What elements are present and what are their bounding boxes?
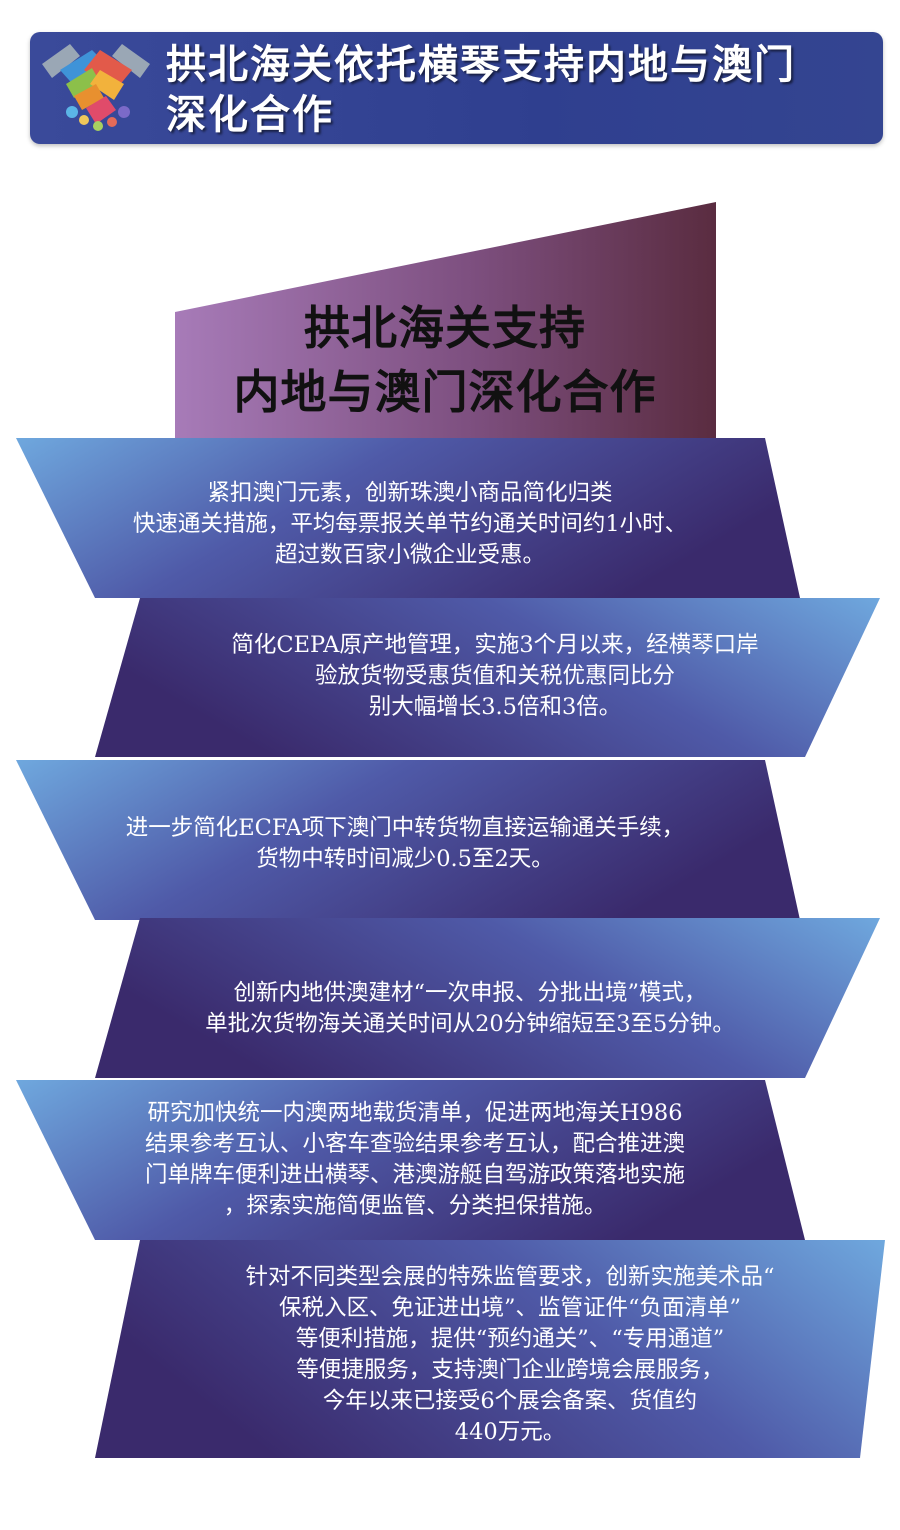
- panel-2-line: 验放货物受惠货值和关税优惠同比分: [314, 663, 675, 689]
- panel-1-line: 超过数百家小微企业受惠。: [274, 542, 545, 568]
- panel-1-line: 快速通关措施，平均每票报关单节约通关时间约1小时、: [132, 511, 688, 537]
- panel-2-line: 别大幅增长3.5倍和3倍。: [368, 694, 622, 720]
- panel-2-shape: [95, 598, 880, 757]
- panel-1-text: 紧扣澳门元素，创新珠澳小商品简化归类 快速通关措施，平均每票报关单节约通关时间约…: [70, 478, 750, 571]
- handshake-icon: [42, 44, 150, 131]
- panel-6-line: 等便捷服务，支持澳门企业跨境会展服务，: [296, 1357, 724, 1383]
- panel-6-text: 针对不同类型会展的特殊监管要求，创新实施美术品“ 保税入区、免证进出境”、监管证…: [160, 1262, 860, 1448]
- panel-6-line: 440万元。: [454, 1419, 566, 1445]
- main-title-line1: 拱北海关支持: [304, 301, 586, 355]
- panel-3-line: 进一步简化ECFA项下澳门中转货物直接运输通关手续，: [125, 815, 685, 841]
- panel-6-line: 针对不同类型会展的特殊监管要求，创新实施美术品“: [245, 1264, 775, 1290]
- panel-4-shape: [95, 918, 880, 1078]
- panel-3-text: 进一步简化ECFA项下澳门中转货物直接运输通关手续， 货物中转时间减少0.5至2…: [55, 813, 755, 875]
- header-title-line1: 拱北海关依托横琴支持内地与澳门: [166, 42, 796, 88]
- panel-3-shape: [16, 760, 800, 920]
- panel-2-line: 简化CEPA原产地管理，实施3个月以来，经横琴口岸: [231, 632, 759, 658]
- panel-4-text: 创新内地供澳建材“一次申报、分批出境”模式， 单批次货物海关通关时间从20分钟缩…: [130, 978, 810, 1040]
- panel-1-line: 紧扣澳门元素，创新珠澳小商品简化归类: [207, 480, 613, 506]
- panel-3-line: 货物中转时间减少0.5至2天。: [256, 846, 554, 872]
- header-title: 拱北海关依托横琴支持内地与澳门 深化合作: [166, 40, 866, 140]
- panel-4-line: 创新内地供澳建材“一次申报、分批出境”模式，: [233, 980, 707, 1006]
- title-block-shape: [175, 202, 716, 440]
- panel-5-line: 门单牌车便利进出横琴、港澳游艇自驾游政策落地实施: [144, 1162, 685, 1188]
- panel-5-line: 结果参考互认、小客车查验结果参考互认，配合推进澳: [144, 1131, 685, 1157]
- panel-4-line: 单批次货物海关通关时间从20分钟缩短至3至5分钟。: [205, 1011, 735, 1037]
- panel-5-line: 研究加快统一内澳两地载货清单，促进两地海关H986: [147, 1100, 683, 1126]
- panel-2-text: 简化CEPA原产地管理，实施3个月以来，经横琴口岸 验放货物受惠货值和关税优惠同…: [155, 630, 835, 723]
- panel-6-line: 保税入区、免证进出境”、监管证件“负面清单”: [278, 1295, 741, 1321]
- panel-1-shape: [16, 438, 800, 598]
- panel-6-line: 今年以来已接受6个展会备案、货值约: [322, 1388, 698, 1414]
- header-title-line2: 深化合作: [166, 92, 334, 138]
- header-bar: 拱北海关依托横琴支持内地与澳门 深化合作: [30, 32, 883, 144]
- panel-5-line: ，探索实施简便监管、分类担保措施。: [223, 1193, 607, 1219]
- main-title-line2: 内地与澳门深化合作: [233, 365, 657, 419]
- panel-5-text: 研究加快统一内澳两地载货清单，促进两地海关H986 结果参考互认、小客车查验结果…: [60, 1098, 770, 1222]
- panel-6-shape: [95, 1240, 885, 1458]
- panel-5-shape: [16, 1080, 805, 1240]
- panel-6-line: 等便利措施，提供“预约通关”、“专用通道”: [295, 1326, 725, 1352]
